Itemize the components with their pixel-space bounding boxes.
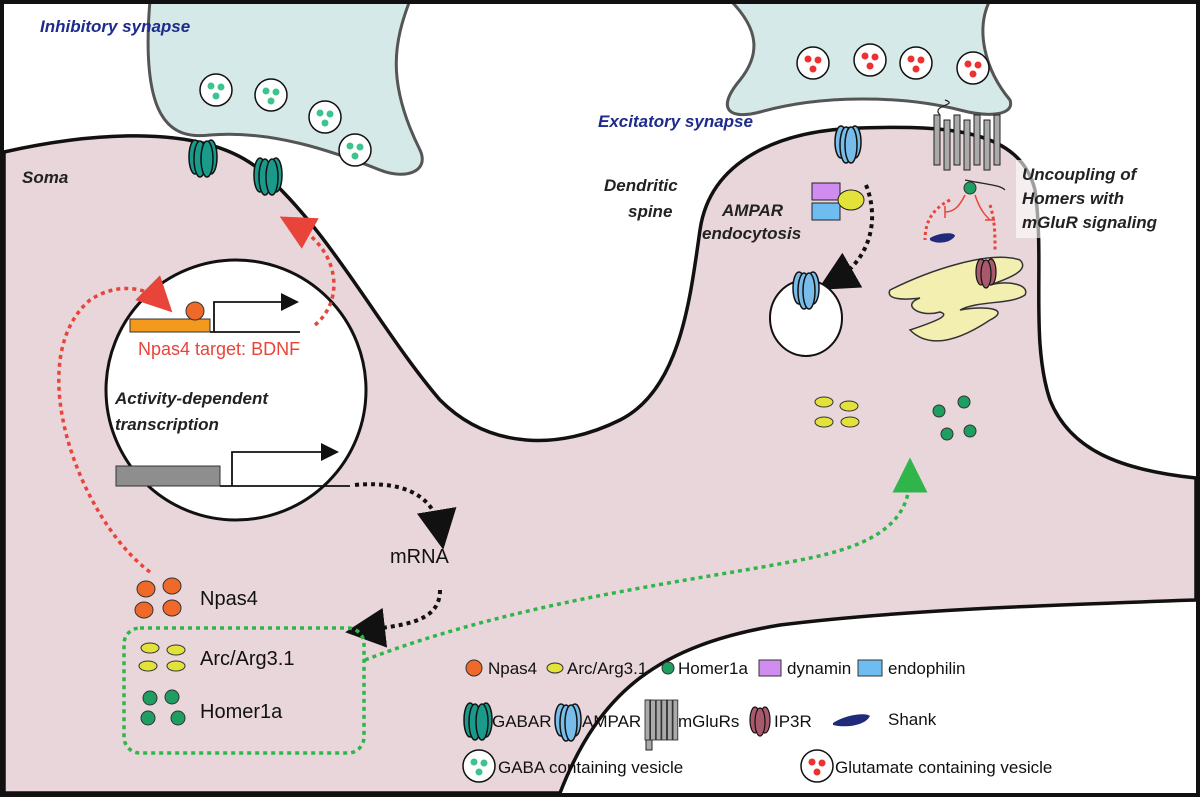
legend-ampar-icon — [554, 703, 582, 742]
legend-ip3r-icon — [749, 706, 771, 737]
translation-arrow — [345, 589, 442, 648]
legend-arc: Arc/Arg3.1 — [567, 659, 647, 678]
dendritic-spine-label-1: Dendritic — [604, 176, 678, 195]
to-spine-arrow — [364, 457, 928, 662]
legend-homer: Homer1a — [678, 659, 748, 678]
dendritic-spine-label-2: spine — [628, 202, 672, 221]
dynamin-icon — [811, 182, 841, 201]
legend-mglur-icon-body — [644, 699, 679, 741]
gene-box — [115, 465, 221, 487]
legend-gaba-vesicle: GABA containing vesicle — [498, 758, 683, 777]
gabar-receptor-icon — [188, 139, 218, 178]
arc-protein-icon — [837, 189, 865, 211]
npas4-label: Npas4 — [200, 588, 258, 610]
legend-dynamin-icon — [758, 659, 782, 677]
gaba-vesicle — [199, 73, 233, 107]
shank-icon — [930, 233, 955, 243]
legend-arc-icon — [546, 662, 564, 674]
gaba-vesicle — [338, 133, 372, 167]
activity-proteins-box — [122, 626, 366, 755]
gaba-vesicle — [254, 78, 288, 112]
legend-shank: Shank — [888, 710, 937, 729]
glutamate-vesicle — [853, 43, 887, 77]
uncoupling-label-2: Homers with — [1022, 189, 1124, 208]
legend-homer-icon — [661, 661, 675, 675]
ip3r-icon — [975, 258, 997, 289]
legend-gabar-icon — [463, 702, 493, 741]
ampar-endocytosis-label-2: endocytosis — [702, 224, 801, 243]
adt-label-2: transcription — [115, 415, 219, 434]
homer-icon — [963, 181, 977, 195]
legend-mglurs: mGluRs — [678, 712, 739, 731]
glutamate-vesicle — [956, 51, 990, 85]
legend-gaba-vesicle-icon — [462, 749, 496, 783]
spine-arc-cluster — [814, 396, 860, 428]
uncoupling-inhibition-marks — [923, 194, 997, 251]
legend-glutamate-vesicle: Glutamate containing vesicle — [835, 758, 1052, 777]
ampar-endocytosis-label-1: AMPAR — [721, 201, 784, 220]
arc-label: Arc/Arg3.1 — [200, 648, 294, 670]
legend-ampar: AMPAR — [582, 712, 641, 731]
promoter-box — [129, 318, 211, 333]
legend-glutamate-vesicle-icon — [800, 749, 834, 783]
gaba-vesicle — [308, 100, 342, 134]
uncoupling-label-3: mGluR signaling — [1022, 213, 1158, 232]
internalized-ampar-icon — [792, 271, 820, 310]
legend-ip3r: IP3R — [774, 712, 812, 731]
npas4-to-nucleus-arrow — [57, 275, 173, 574]
legend-dynamin: dynamin — [787, 659, 851, 678]
npas4-cluster — [134, 577, 182, 619]
uncoupling-label-bg — [1016, 160, 1194, 238]
bdnf-gene-icon — [210, 302, 300, 333]
excitatory-synapse-label: Excitatory synapse — [598, 112, 753, 131]
endophilin-icon — [811, 202, 841, 221]
adt-label-1: Activity-dependent — [114, 389, 269, 408]
homer-label: Homer1a — [200, 701, 283, 723]
inhibitory-synapse-label: Inhibitory synapse — [40, 17, 190, 36]
bdnf-to-gabar-arrow — [279, 216, 336, 327]
mrna-label: mRNA — [390, 546, 450, 568]
homer-cluster — [140, 689, 186, 726]
glutamate-vesicle — [899, 46, 933, 80]
legend-gabar: GABAR — [492, 712, 552, 731]
legend: Npas4 Arc/Arg3.1 Homer1a dynamin endophi… — [462, 659, 1052, 783]
mrna-arrow — [354, 482, 457, 550]
mglur-icon — [933, 99, 1006, 191]
uncoupling-label-1: Uncoupling of — [1022, 165, 1139, 184]
legend-endophilin-icon — [857, 659, 883, 677]
gabar-receptor-icon — [253, 157, 283, 196]
legend-endophilin: endophilin — [888, 659, 966, 678]
npas4-target-label: Npas4 target: BDNF — [138, 339, 300, 359]
legend-npas4: Npas4 — [488, 659, 537, 678]
legend-shank-icon — [833, 714, 870, 727]
glutamate-vesicle — [796, 46, 830, 80]
spine-homer-cluster — [932, 395, 977, 441]
npas4-bound-icon — [185, 301, 205, 321]
endocytosis-arrow — [817, 184, 875, 290]
soma-label: Soma — [22, 168, 68, 187]
legend-npas4-icon — [465, 659, 483, 677]
transcription-gene-icon — [220, 452, 350, 487]
arc-cluster — [138, 642, 186, 672]
ampar-receptor-icon — [834, 125, 862, 164]
